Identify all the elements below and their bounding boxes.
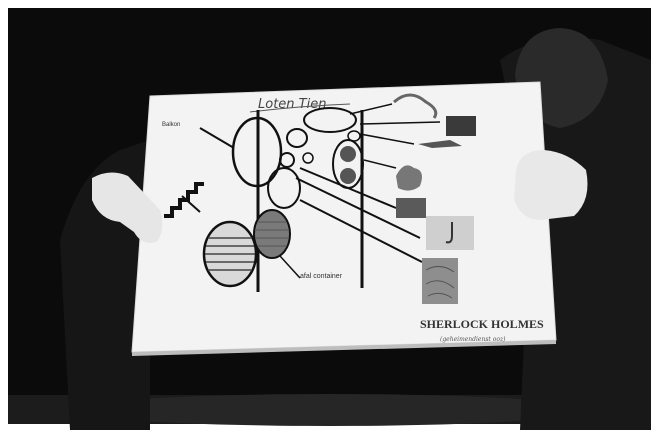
- label-container: afal container: [300, 273, 343, 280]
- paper-sheet: [132, 82, 556, 352]
- logo-brand: SHERLOCK HOLMES: [420, 317, 544, 331]
- container-oval: [254, 210, 290, 258]
- knife-image: [446, 116, 476, 136]
- logo-tagline: (geheimendienst ooz): [440, 336, 506, 343]
- bin-dot: [340, 168, 356, 184]
- label-left: Balkon: [162, 122, 180, 128]
- debris-image: [396, 198, 426, 218]
- bin-dot: [340, 146, 356, 162]
- hook-image: [426, 216, 474, 250]
